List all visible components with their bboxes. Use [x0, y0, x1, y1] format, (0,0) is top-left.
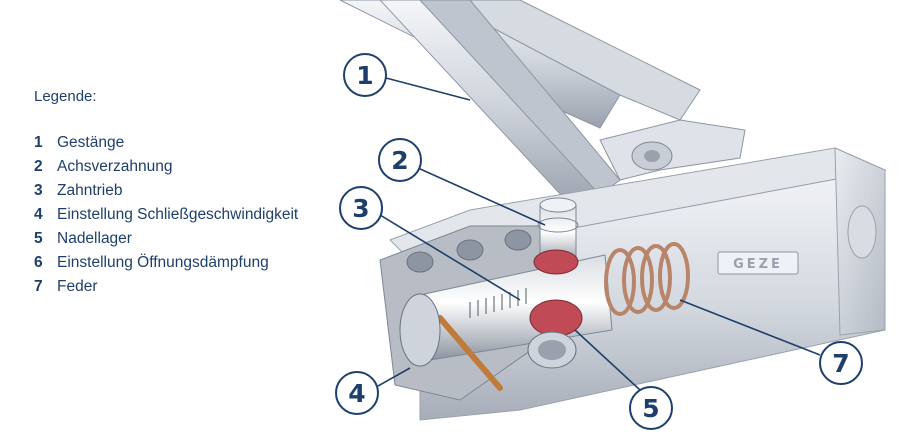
legend-item: 1 Gestänge: [34, 131, 298, 155]
legend-item-number: 5: [34, 230, 43, 247]
legend-item-number: 2: [34, 158, 43, 175]
cutaway-interior: [379, 197, 690, 401]
svg-text:7: 7: [832, 349, 849, 378]
legend-item: 6 Einstellung Öffnungsdämpfung: [34, 251, 298, 275]
callout-4: 4: [335, 371, 379, 415]
legend-item-number: 7: [34, 278, 43, 295]
svg-text:3: 3: [352, 194, 369, 223]
spring: [604, 242, 690, 316]
linkage-arm: [339, 0, 746, 211]
legend-item: 4 Einstellung Schließgeschwindigkeit: [34, 203, 298, 227]
legend-item-label: Einstellung Öffnungsdämpfung: [57, 254, 269, 271]
legend-item-number: 6: [34, 254, 43, 271]
legend-item-label: Einstellung Schließgeschwindigkeit: [57, 206, 299, 223]
legend-item: 3 Zahntrieb: [34, 179, 298, 203]
legend-item-label: Nadellager: [57, 230, 132, 247]
rack-teeth: [469, 288, 527, 318]
callout-5: 5: [629, 386, 673, 430]
legend-title: Legende:: [34, 88, 97, 105]
svg-text:5: 5: [642, 394, 659, 423]
legend-item-number: 3: [34, 182, 43, 199]
leader-lines: [377, 77, 821, 391]
brand-plate-text: GEZE: [733, 257, 783, 272]
legend-item: 7 Feder: [34, 275, 298, 299]
callout-2: 2: [378, 138, 422, 182]
legend-item-label: Gestänge: [57, 134, 125, 151]
svg-text:4: 4: [348, 379, 365, 408]
legend-item-label: Feder: [57, 278, 98, 295]
legend-item: 5 Nadellager: [34, 227, 298, 251]
svg-text:1: 1: [356, 61, 373, 90]
legend-item-label: Zahntrieb: [57, 182, 123, 199]
legend-item: 2 Achsverzahnung: [34, 155, 298, 179]
callout-1: 1: [343, 53, 387, 97]
svg-text:2: 2: [391, 146, 408, 175]
legend-item-number: 1: [34, 134, 43, 151]
callout-3: 3: [339, 186, 383, 230]
legend: Legende: 1 Gestänge 2 Achsverzahnung 3 Zahn…: [34, 88, 298, 299]
callout-7: 7: [819, 341, 863, 385]
legend-item-number: 4: [34, 206, 43, 223]
legend-item-label: Achsverzahnung: [57, 158, 173, 175]
